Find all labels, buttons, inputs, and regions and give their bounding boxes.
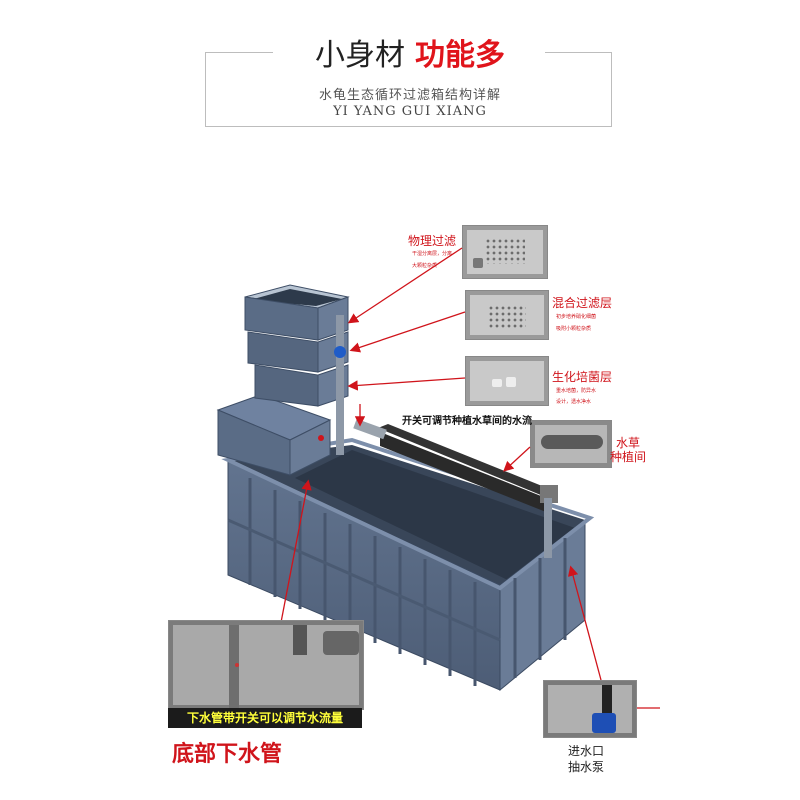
physical-filter-title: 物理过滤 <box>408 234 457 248</box>
mixed-filter-title: 混合过滤层 <box>552 296 613 310</box>
page-subtitle: 水龟生态循环过滤箱结构详解 <box>318 88 501 103</box>
pump-photo <box>543 680 637 738</box>
title-part2: 功能多 <box>415 38 505 73</box>
main-tank <box>221 437 595 692</box>
physical-filter-note1: 干湿分离层，分离 <box>412 251 453 257</box>
plant-area-title2: 种植间 <box>610 450 647 464</box>
inlet-label: 进水口 <box>568 744 605 758</box>
header-frame <box>205 52 612 127</box>
page-subtitle-en: YI YANG GUI XIANG <box>333 104 487 119</box>
mixed-filter-note1: 初步培养硝化细菌 <box>556 314 597 320</box>
plant-area-title1: 水草 <box>616 436 641 450</box>
bio-filter-photo <box>465 356 549 406</box>
page-title: 小身材功能多 <box>300 30 520 74</box>
mixed-filter-note2: 吸附小颗粒杂质 <box>556 326 592 332</box>
flow-switch-label: 开关可调节种植水草间的水流 <box>402 416 532 427</box>
drain-banner: 下水管带开关可以调节水流量 <box>168 708 362 728</box>
mixed-filter-photo <box>465 290 549 340</box>
drain-photo <box>168 620 364 710</box>
title-part1: 小身材 <box>315 38 405 73</box>
pump-label: 抽水泵 <box>568 760 605 774</box>
plant-area-photo <box>530 420 612 468</box>
bio-filter-note1: 重水培菌，防异水 <box>556 388 597 394</box>
bio-filter-note2: 设计，透水净水 <box>556 399 592 405</box>
bio-filter-title: 生化培菌层 <box>552 370 613 384</box>
physical-filter-note2: 大颗粒杂质 <box>412 263 438 269</box>
header-frame-line-right <box>545 52 611 53</box>
drain-title: 底部下水管 <box>172 741 283 767</box>
side-box <box>216 394 332 476</box>
filter-stack <box>244 284 350 455</box>
physical-filter-photo <box>462 225 548 279</box>
header-frame-line-left <box>205 52 273 53</box>
